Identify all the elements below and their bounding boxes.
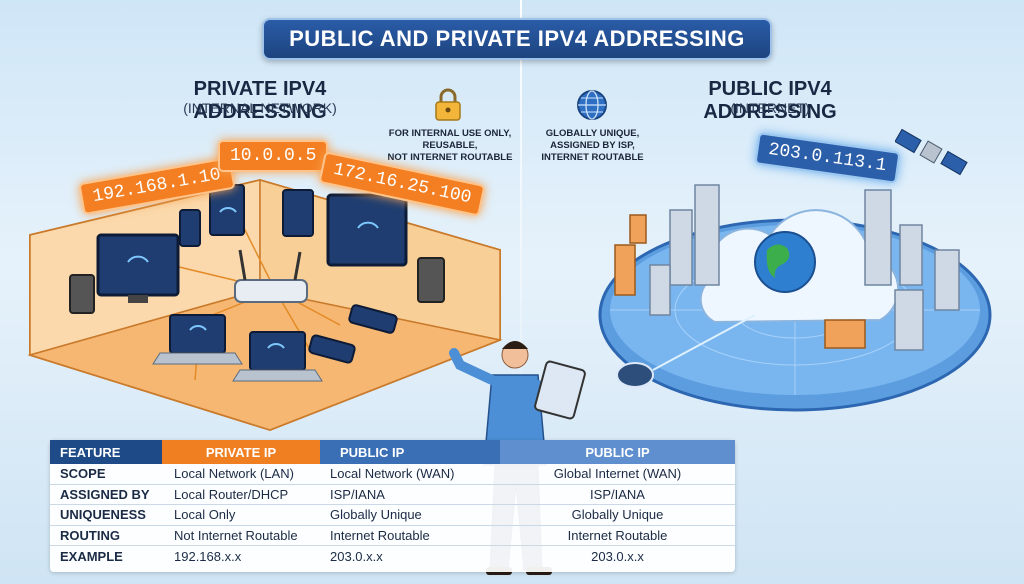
satellite-icon: [895, 128, 968, 176]
table-row: ROUTING Not Internet Routable Internet R…: [50, 526, 735, 546]
row-feature: UNIQUENESS: [60, 507, 146, 523]
router-icon: [616, 362, 654, 388]
row-public-value: 203.0.x.x: [330, 548, 383, 564]
public-note-line: GLOBALLY UNIQUE,: [545, 128, 640, 139]
table-row: EXAMPLE 192.168.x.x 203.0.x.x 203.0.x.x: [50, 546, 735, 567]
row-private-value: 192.168.x.x: [174, 548, 242, 564]
row-feature: ASSIGNED BY: [60, 486, 150, 502]
private-subheading: (INTERNAL NETWORK): [183, 100, 337, 116]
lock-icon: [435, 88, 461, 121]
table-row: UNIQUENESS Local Only Globally Unique Gl…: [50, 505, 735, 526]
row-public-value: ISP/IANA: [330, 486, 385, 502]
private-note: FOR INTERNAL USE ONLY, REUSABLE, NOT INT…: [385, 128, 515, 164]
row-feature: SCOPE: [60, 466, 106, 482]
private-network-illustration: [27, 178, 503, 432]
table-row: ASSIGNED BY Local Router/DHCP ISP/IANA I…: [50, 485, 735, 505]
header-private-ip: PRIVATE IP: [162, 440, 320, 464]
public-note: GLOBALLY UNIQUE, ASSIGNED BY ISP, INTERN…: [535, 128, 650, 164]
row-private-value: Local Network (LAN): [174, 466, 294, 482]
table-header: FEATURE PRIVATE IP PUBLIC IP PUBLIC IP: [50, 440, 735, 464]
row-public-value: Globally Unique: [571, 507, 664, 523]
tv-icon: [96, 233, 180, 303]
header-public-ip: PUBLIC IP: [500, 440, 735, 464]
comparison-table: FEATURE PRIVATE IP PUBLIC IP PUBLIC IP S…: [50, 440, 735, 572]
row-public-value: Internet Routable: [567, 527, 668, 543]
row-public-value: Local Network (WAN): [330, 466, 455, 482]
private-heading: PRIVATE IPV4 ADDRESSING: [193, 78, 327, 123]
private-ip-tag: 10.0.0.5: [218, 140, 329, 172]
row-public-value: Internet Routable: [330, 527, 430, 543]
row-private-value: Local Only: [174, 507, 236, 523]
public-heading: PUBLIC IPV4 ADDRESSING: [703, 78, 837, 123]
row-private-value: Local Router/DHCP: [174, 486, 289, 502]
globe-icon: [577, 90, 607, 120]
private-note-line: FOR INTERNAL USE ONLY,: [388, 128, 512, 139]
center-divider: [520, 0, 522, 440]
router-icon: [234, 249, 308, 303]
public-internet-illustration: [598, 184, 992, 412]
row-private-value: Not Internet Routable: [174, 527, 298, 543]
header-public-ip: PUBLIC IP: [320, 440, 500, 464]
row-public-value: 203.0.x.x: [591, 548, 644, 564]
private-note-line: NOT INTERNET ROUTABLE: [387, 152, 513, 163]
row-public-value: Globally Unique: [330, 507, 422, 523]
header-feature: FEATURE: [50, 440, 162, 464]
public-subheading: (INTERNET): [730, 100, 810, 116]
table-row: SCOPE Local Network (LAN) Local Network …: [50, 464, 735, 485]
tablet-icon: [534, 360, 586, 420]
row-feature: EXAMPLE: [60, 548, 123, 564]
row-public-value: ISP/IANA: [590, 486, 645, 502]
private-note-line: REUSABLE,: [422, 140, 478, 151]
public-note-line: INTERNET ROUTABLE: [541, 152, 644, 163]
public-note-line: ASSIGNED BY ISP,: [550, 140, 635, 151]
row-public-value: Global Internet (WAN): [553, 466, 682, 482]
page-title: PUBLIC AND PRIVATE IPV4 ADDRESSING: [262, 18, 772, 60]
row-feature: ROUTING: [60, 527, 120, 543]
